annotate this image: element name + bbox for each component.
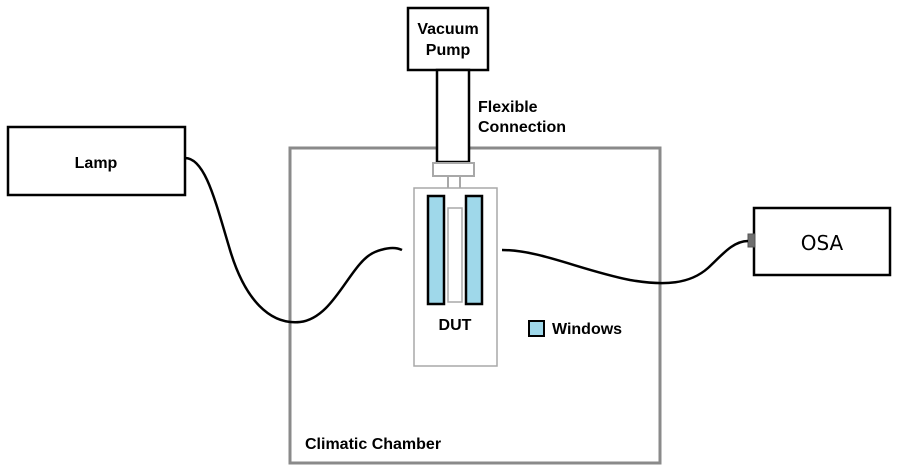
osa-label: OSA xyxy=(801,231,844,255)
vacuum-pump-label-line1: Vacuum xyxy=(417,21,478,38)
dut-sample xyxy=(447,207,463,303)
flexible-connection-tube xyxy=(435,68,471,164)
flexible-connection-label-line1: Flexible xyxy=(478,99,538,116)
connection-flange xyxy=(432,162,475,177)
dut-label: DUT xyxy=(439,317,472,334)
fiber-dut-to-osa xyxy=(501,239,749,285)
osa-fiber-connector xyxy=(747,233,756,248)
osa-box xyxy=(752,206,892,277)
dut-window-left xyxy=(426,194,446,306)
lamp-label: Lamp xyxy=(75,155,118,172)
fiber-lamp-to-dut xyxy=(184,156,403,324)
vacuum-pump-label-line2: Pump xyxy=(426,42,471,59)
flexible-connection-label-line2: Connection xyxy=(478,119,566,136)
climatic-chamber-label: Climatic Chamber xyxy=(305,436,441,453)
vacuum-pump-box xyxy=(406,6,490,72)
dut-window-right xyxy=(464,194,484,306)
climatic-chamber-box xyxy=(288,146,662,465)
legend-windows-label: Windows xyxy=(552,321,622,338)
lamp-box xyxy=(6,125,187,197)
legend-windows-swatch xyxy=(528,320,545,337)
